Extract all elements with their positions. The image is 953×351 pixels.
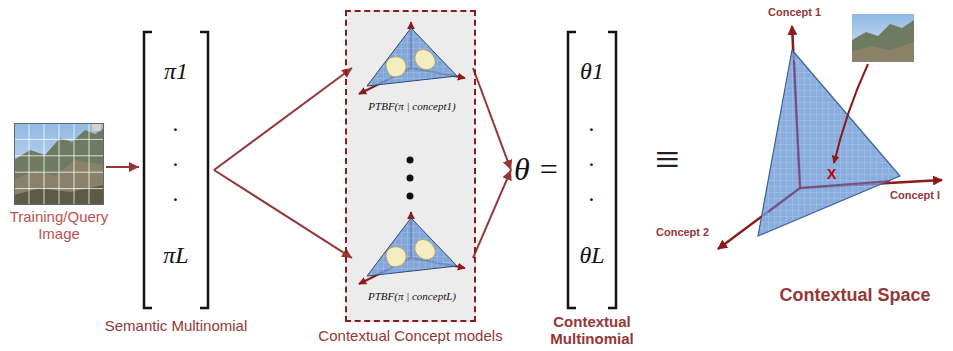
density-region: [415, 240, 435, 260]
vector-node: θ =θ1...θLContextual Multinomial: [512, 30, 620, 310]
ellipsis-dot: .: [568, 145, 616, 171]
flow-arrow: [214, 68, 352, 170]
group-box: PTBF(π | concept1)PTBF(π | conceptL)Cont…: [345, 10, 476, 322]
flow-arrow: [214, 170, 352, 258]
density-region: [415, 50, 435, 70]
axis-label: Concept 1: [768, 6, 821, 18]
equivalence-sign: ≡: [655, 136, 680, 184]
simplex-icon: [353, 18, 471, 98]
ellipsis-dots: [407, 157, 414, 200]
vector-caption: Semantic Multinomial: [105, 318, 248, 335]
equation-lhs: θ =: [514, 152, 559, 187]
flow-arrow: [473, 170, 511, 258]
query-photo: [14, 123, 104, 205]
flow-arrow: [473, 68, 511, 170]
density-region: [386, 57, 406, 77]
contextual-space-figure: [718, 26, 942, 249]
ellipsis-dot: .: [140, 145, 212, 171]
vector-entry: θL: [568, 242, 616, 268]
simplex: [367, 218, 457, 276]
model-label: PTBF(π | concept1): [353, 100, 471, 112]
ellipsis-dot: .: [568, 180, 616, 206]
vector-node: π1...πLSemantic Multinomial: [140, 30, 212, 310]
simplex-icon: [353, 208, 471, 288]
ellipsis-dot: .: [140, 180, 212, 206]
model-label: PTBF(π | conceptL): [353, 290, 471, 302]
space-caption: Contextual Space: [779, 286, 930, 306]
bracket: [144, 32, 152, 308]
bracket: [568, 32, 576, 308]
flow-arrow: [106, 166, 139, 168]
density-region: [386, 247, 406, 267]
bracket: [608, 32, 616, 308]
space-thumbnail: [852, 14, 914, 62]
axis-label: Concept l: [890, 189, 940, 201]
image-caption: Training/Query Image: [3, 209, 115, 242]
vector-entry: θ1: [568, 58, 616, 84]
ellipsis-dot: .: [140, 110, 212, 136]
space-node: Contextual Space: [700, 8, 948, 308]
group-caption: Contextual Concept models: [318, 328, 502, 345]
concept-model: PTBF(π | concept1): [353, 18, 471, 118]
axis-label: Concept 2: [656, 226, 709, 238]
image-node: Training/Query Image: [14, 123, 104, 205]
vector-caption: Contextual Multinomial: [544, 314, 640, 347]
concept-model: PTBF(π | conceptL): [353, 208, 471, 308]
vector-entry: π1: [140, 58, 212, 84]
ellipsis-dot: .: [568, 110, 616, 136]
simplex: [367, 28, 457, 86]
bracket: [200, 32, 208, 308]
point-mark: X: [827, 167, 836, 182]
group-fill: [345, 10, 476, 322]
pointer-arrow: [834, 64, 868, 163]
vector-entry: πL: [140, 242, 212, 268]
